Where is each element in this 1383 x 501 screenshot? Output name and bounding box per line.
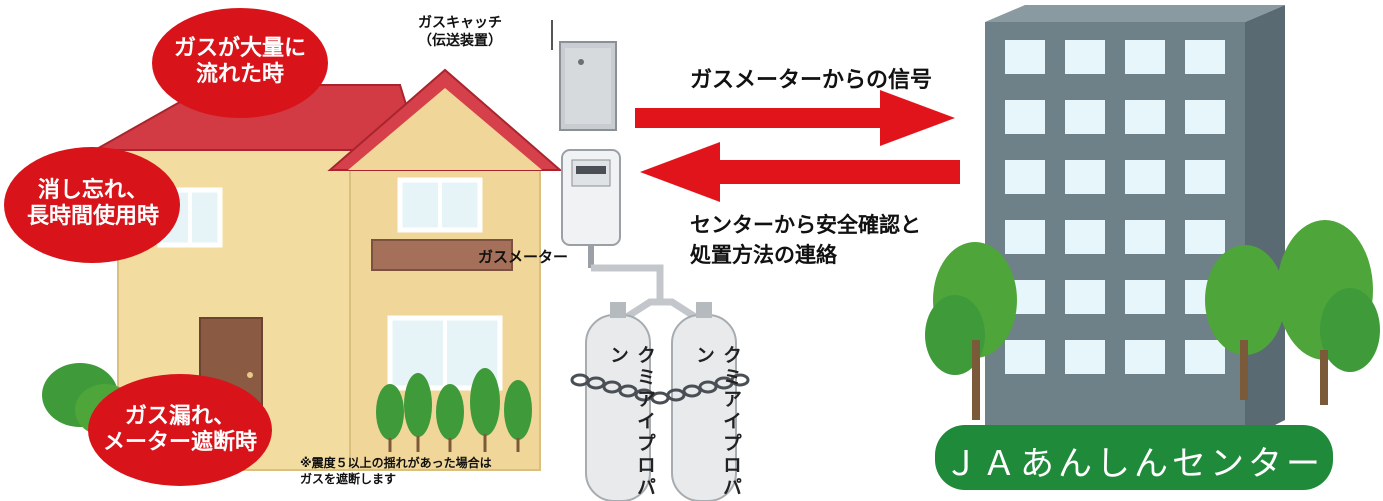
badge-forgot-off-text: 消し忘れ、 長時間使用時 bbox=[26, 178, 159, 229]
gas-catch-label: ガスキャッチ （伝送装置） bbox=[418, 15, 502, 49]
badge-gas-leak bbox=[88, 374, 272, 486]
arrow-from-center bbox=[640, 142, 960, 202]
cylinder-left-label: クミアイプロパン bbox=[607, 345, 656, 499]
gas-meter-device bbox=[561, 149, 702, 323]
center-label-box bbox=[935, 425, 1333, 490]
arrow-from-center-label: センターから安全確認と 処置方法の連絡 bbox=[690, 213, 921, 267]
cylinders bbox=[570, 302, 750, 501]
badge-large-flow bbox=[152, 8, 328, 118]
arrow-to-center-label: ガスメーターからの信号 bbox=[690, 68, 933, 93]
gas-catch-device bbox=[551, 20, 617, 131]
building-trees bbox=[925, 220, 1380, 420]
earthquake-note: ※震度５以上の揺れがあった場合は ガスを遮断します bbox=[300, 456, 492, 486]
cylinder-right-label: クミアイプロパン bbox=[693, 345, 742, 499]
badge-large-flow-text: ガスが大量に 流れた時 bbox=[173, 36, 306, 87]
badge-forgot-off bbox=[4, 147, 180, 263]
building bbox=[985, 5, 1285, 440]
house bbox=[42, 68, 563, 471]
arrow-to-center bbox=[635, 90, 955, 146]
center-name: ＪＡあんしんセンター bbox=[944, 444, 1324, 484]
badge-gas-leak-text: ガス漏れ、 メーター遮断時 bbox=[102, 404, 257, 455]
gas-meter-label: ガスメーター bbox=[478, 248, 569, 266]
